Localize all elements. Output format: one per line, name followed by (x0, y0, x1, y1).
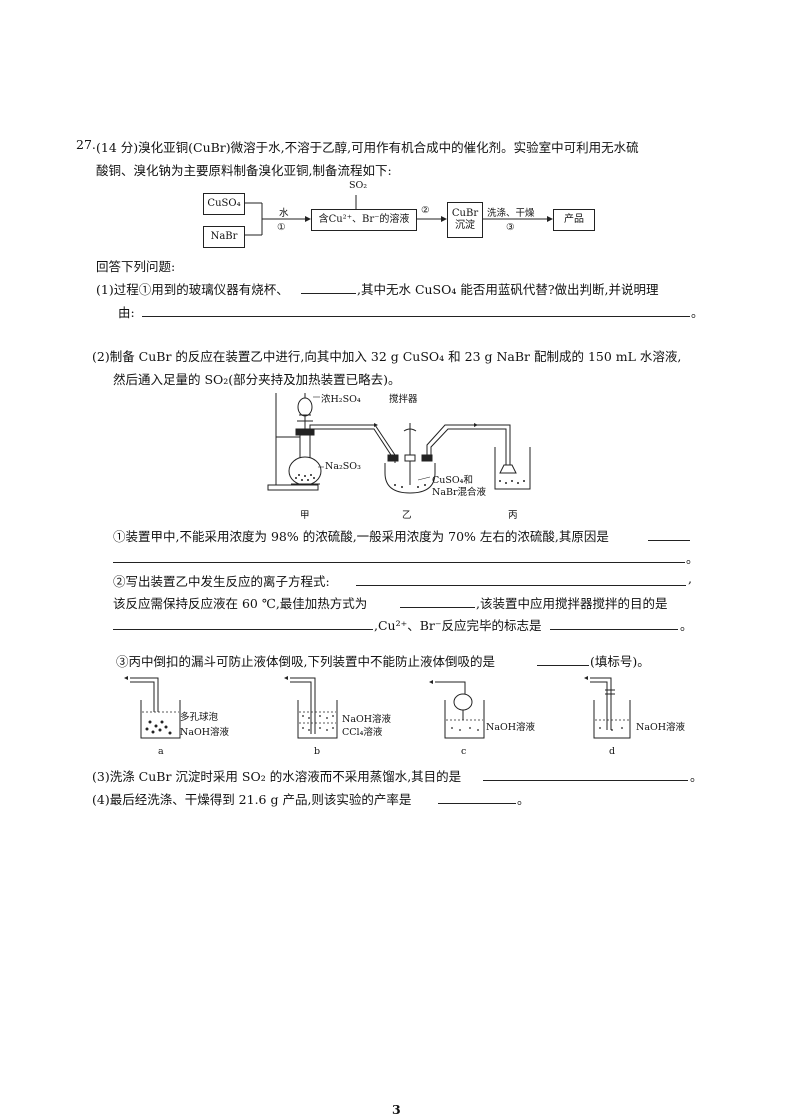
q2-sub2-end: 。 (680, 618, 693, 633)
q2-line1: (2)制备 CuBr 的反应在装置乙中进行,向其中加入 32 g CuSO₄ 和… (92, 349, 682, 364)
q2-sub3-a: ③丙中倒扣的漏斗可防止液体倒吸,下列装置中不能防止液体倒吸的是 (116, 654, 495, 669)
q2-sub2-c: ,该装置中应用搅拌器搅拌的目的是 (476, 596, 668, 611)
flow-label-step3: ③ (506, 222, 515, 233)
option-b-label2: CCl₄溶液 (342, 727, 383, 738)
label-conc-h2so4: 浓H₂SO₄ (321, 394, 361, 405)
label-na2so3: Na₂SO₃ (325, 461, 361, 472)
q4-end: 。 (517, 792, 530, 807)
q3-blank[interactable] (483, 780, 688, 781)
option-a-label1: 多孔球泡 (180, 712, 219, 723)
option-c-label: NaOH溶液 (486, 722, 536, 733)
flow-label-water: 水 (279, 208, 289, 219)
option-c-mark: c (461, 746, 467, 757)
flow-box-product: 产品 (553, 209, 595, 231)
option-d-label: NaOH溶液 (636, 722, 686, 733)
answer-intro: 回答下列问题: (96, 259, 176, 274)
flow-label-wash-dry: 洗涤、干燥 (487, 208, 535, 219)
option-a-label2: NaOH溶液 (180, 727, 230, 738)
q2-sub2-a-end: , (688, 571, 692, 586)
q1-blank-2[interactable] (142, 316, 690, 317)
label-mix-line2: NaBr混合液 (432, 487, 486, 498)
q4-text: (4)最后经洗涤、干燥得到 21.6 g 产品,则该实验的产率是 (92, 792, 412, 807)
option-d-mark: d (609, 746, 616, 757)
q2-sub1-text: ①装置甲中,不能采用浓度为 98% 的浓硫酸,一般采用浓度为 70% 左右的浓硫… (113, 529, 609, 544)
q2-sub2-b: 该反应需保持反应液在 60 ℃,最佳加热方式为 (113, 596, 368, 611)
q2-sub3-b: (填标号)。 (590, 654, 650, 669)
flow-box-cubr: CuBr 沉淀 (447, 202, 483, 238)
q1-part-b: ,其中无水 CuSO₄ 能否用蓝矾代替?做出判断,并说明理 (357, 282, 659, 297)
flow-box-nabr: NaBr (203, 226, 245, 248)
option-a-mark: a (158, 746, 164, 757)
q2-sub1-blank-b[interactable] (113, 562, 685, 563)
q3-end: 。 (690, 769, 703, 784)
option-b-mark: b (314, 746, 321, 757)
flow-label-so2: SO₂ (349, 180, 368, 191)
flow-label-step2: ② (421, 205, 430, 216)
q2-sub2-blank-heating[interactable] (400, 607, 475, 608)
options-diagram (124, 676, 631, 739)
label-stirrer: 搅拌器 (389, 394, 418, 405)
question-intro-line1: (14 分)溴化亚铜(CuBr)微溶于水,不溶于乙醇,可用作有机合成中的催化剂。… (96, 140, 639, 155)
label-jia: 甲 (300, 510, 310, 521)
q2-sub2-a: ②写出装置乙中发生反应的离子方程式: (113, 574, 330, 589)
apparatus-diagram (267, 393, 531, 494)
q2-sub3-blank[interactable] (537, 665, 589, 666)
page-number: 3 (392, 1102, 401, 1117)
question-number: 27. (76, 137, 96, 152)
q1-end: 。 (691, 305, 704, 320)
flow-box-cubr-line1: CuBr (451, 208, 479, 219)
label-yi: 乙 (402, 510, 412, 521)
q2-sub1-blank-a[interactable] (648, 540, 690, 541)
q2-sub2-blank-stir[interactable] (113, 629, 373, 630)
label-bing: 丙 (508, 510, 518, 521)
q2-sub1-end: 。 (686, 551, 699, 566)
flow-box-solution: 含Cu²⁺、Br⁻的溶液 (311, 209, 417, 231)
option-b-label1: NaOH溶液 (342, 714, 392, 725)
question-intro-line2: 酸铜、溴化钠为主要原料制备溴化亚铜,制备流程如下: (96, 163, 392, 178)
flow-box-cuso4: CuSO₄ (203, 193, 245, 215)
q1-part-c: 由: (118, 305, 135, 320)
q3-text: (3)洗涤 CuBr 沉淀时采用 SO₂ 的水溶液而不采用蒸馏水,其目的是 (92, 769, 462, 784)
q2-sub2-blank-equation[interactable] (356, 585, 686, 586)
flow-box-cubr-line2: 沉淀 (455, 220, 475, 231)
q1-part-a: (1)过程①用到的玻璃仪器有烧杯、 (96, 282, 289, 297)
q1-blank-1[interactable] (301, 293, 356, 294)
q2-line2: 然后通入足量的 SO₂(部分夹持及加热装置已略去)。 (113, 372, 401, 387)
q2-sub2-d: ,Cu²⁺、Br⁻反应完毕的标志是 (374, 618, 542, 633)
q2-sub2-blank-sign[interactable] (550, 629, 678, 630)
flow-label-step1: ① (277, 222, 286, 233)
q4-blank[interactable] (438, 803, 516, 804)
label-mix-line1: CuSO₄和 (432, 475, 473, 486)
